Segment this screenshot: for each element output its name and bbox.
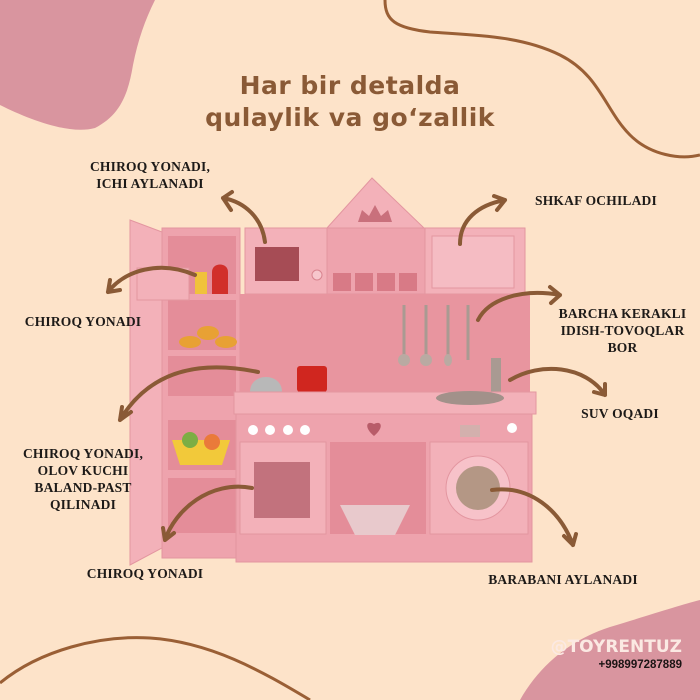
callout-line: ICHI AYLANADI — [96, 176, 204, 191]
brand-block: @TOYRENTUZ +998997287889 — [551, 637, 682, 671]
arrow-utensils — [476, 285, 562, 322]
sink — [436, 391, 504, 405]
callout-line: BOR — [607, 340, 638, 355]
callout-fridge-light: CHIROQ YONADI — [8, 313, 158, 330]
arrow-cabinet — [458, 194, 507, 246]
callout-cabinet: SHKAF OCHILADI — [526, 192, 666, 209]
toy-burger — [197, 326, 219, 340]
bottom-left-curve — [0, 636, 311, 700]
arrow-faucet — [508, 366, 607, 397]
rug — [340, 505, 410, 535]
callout-faucet: SUV OQADI — [565, 405, 675, 422]
arrow-fridge-light — [106, 265, 197, 294]
top-left-blob — [0, 0, 155, 130]
callout-line: CHIROQ YONADI — [24, 314, 142, 329]
brand-phone: +998997287889 — [598, 659, 682, 671]
arrow-stove — [118, 365, 260, 422]
callout-line: BARCHA KERAKLI — [558, 306, 687, 321]
callout-line: CHIROQ YONADI — [86, 566, 204, 581]
kettle — [250, 377, 282, 392]
brand-handle: @TOYRENTUZ — [550, 637, 682, 657]
callout-microwave: CHIROQ YONADI, ICHI AYLANADI — [70, 158, 230, 192]
headline: Har bir detalda qulaylik va go‘zallik — [0, 70, 700, 134]
headline-line-1: Har bir detalda — [239, 71, 461, 100]
red-pot — [297, 366, 327, 392]
callout-line: BALAND-PAST — [34, 480, 132, 495]
callout-line: SUV OQADI — [581, 406, 659, 421]
callout-line: BARABANI AYLANADI — [488, 572, 638, 587]
callout-line: QILINADI — [49, 497, 117, 512]
toy-cup — [195, 272, 207, 294]
callout-line: CHIROQ YONADI, — [22, 446, 144, 461]
headline-line-2: qulaylik va go‘zallik — [205, 103, 495, 132]
door-basket — [136, 267, 190, 301]
callout-oven: CHIROQ YONADI — [70, 565, 220, 582]
arrow-washer — [490, 487, 578, 547]
callout-stove: CHIROQ YONADI, OLOV KUCHI BALAND-PAST QI… — [18, 445, 148, 513]
callout-line: IDISH-TOVOQLAR — [560, 323, 685, 338]
top-right-curve — [383, 0, 700, 159]
hanging-utensils — [402, 305, 470, 360]
backsplash — [240, 294, 530, 394]
callout-line: OLOV KUCHI — [37, 463, 129, 478]
arrow-microwave — [221, 190, 267, 244]
callout-line: CHIROQ YONADI, — [89, 159, 211, 174]
callout-washer: BARABANI AYLANADI — [478, 571, 648, 588]
toy-ketchup — [212, 264, 228, 294]
crown-icon — [358, 205, 392, 222]
callout-line: SHKAF OCHILADI — [535, 193, 657, 208]
callout-utensils: BARCHA KERAKLI IDISH-TOVOQLAR BOR — [550, 305, 695, 356]
arrow-oven — [161, 484, 254, 542]
bottom-right-blob — [520, 600, 700, 700]
heart-icon — [367, 422, 381, 436]
faucet — [491, 358, 501, 392]
